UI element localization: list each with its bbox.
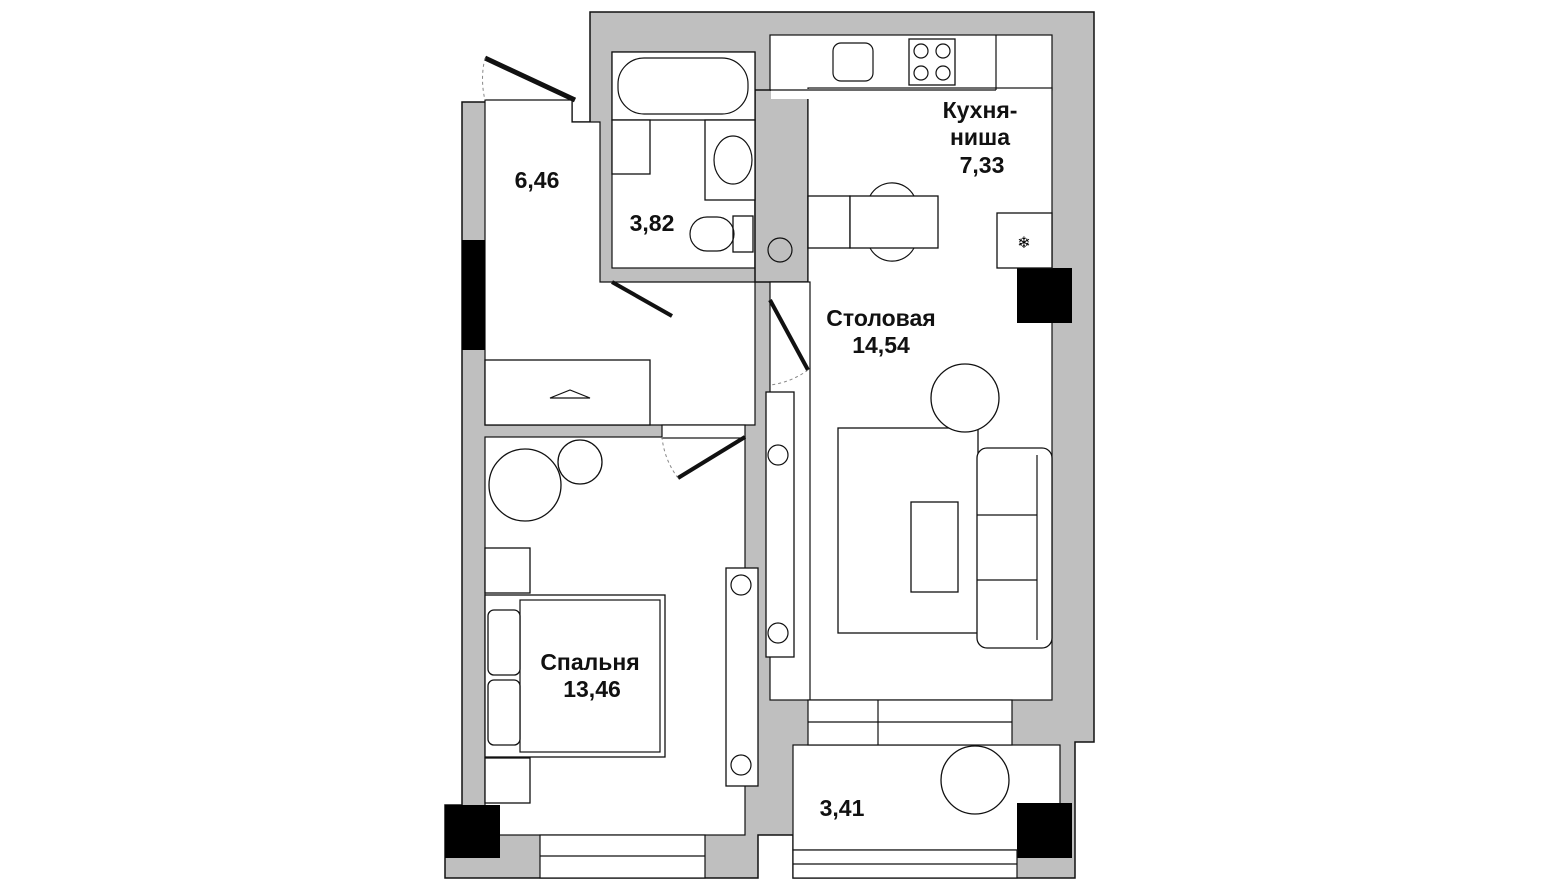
sink-icon [713, 135, 753, 185]
toilet-icon [689, 216, 735, 252]
shaft [754, 89, 809, 283]
bedroom-door[interactable] [661, 435, 747, 480]
bathtub-inner [617, 57, 749, 115]
flower-icon [767, 444, 789, 466]
coffee-table [910, 501, 959, 593]
fridge [996, 212, 1053, 269]
room-area-bathroom: 3,82 [630, 210, 675, 236]
gas-boiler [807, 195, 851, 249]
burner [913, 65, 929, 81]
dining-table [849, 195, 939, 249]
tv-stand [765, 391, 795, 658]
bathroom-door[interactable] [611, 280, 673, 318]
room-name-bedroom: Спальня [540, 649, 639, 675]
bathtub [611, 51, 756, 121]
entrance-door[interactable] [482, 55, 577, 103]
room-area-bedroom: 13,46 [563, 676, 621, 702]
pillow [487, 679, 521, 746]
window [462, 240, 485, 350]
blanket [519, 599, 661, 753]
nightstand [484, 547, 531, 594]
window [1017, 268, 1072, 323]
room-area-balcony: 3,41 [820, 795, 865, 821]
nightstand [484, 757, 531, 804]
riser-icon [767, 237, 793, 263]
burner [935, 65, 951, 81]
toilet-tank [732, 215, 754, 253]
armchair [930, 363, 1000, 433]
dining-door[interactable] [768, 299, 810, 386]
window [445, 805, 500, 858]
bedroom-doorway [661, 424, 746, 439]
room-area-kitchen: 7,33 [960, 152, 1005, 178]
stove-icon [908, 38, 956, 86]
armchair [940, 745, 1010, 815]
flower-icon [730, 574, 752, 596]
burner [935, 43, 951, 59]
burner [913, 43, 929, 59]
round-table [557, 439, 603, 485]
flower-icon [730, 754, 752, 776]
room-name-kitchen-2: ниша [950, 124, 1010, 150]
washing-machine [611, 119, 651, 175]
snowflake-icon: ❄ [1017, 235, 1030, 252]
chair [869, 182, 915, 197]
pillow [487, 609, 521, 676]
window [1017, 803, 1072, 858]
room-area-dining: 14,54 [852, 332, 910, 358]
patch [771, 89, 811, 99]
chair [869, 247, 915, 262]
room-name-dining: Столовая [826, 305, 935, 331]
wardrobe [484, 359, 651, 426]
room-name-kitchen: Кухня- [943, 97, 1018, 123]
hanger-icon [549, 389, 591, 399]
flower-icon [767, 622, 789, 644]
sink-cabinet [704, 119, 756, 201]
kitchen-sink-icon [832, 42, 874, 82]
dresser [725, 567, 759, 787]
armchair [488, 448, 562, 522]
room-area-hallway: 6,46 [515, 167, 560, 193]
sofa [976, 447, 1053, 649]
